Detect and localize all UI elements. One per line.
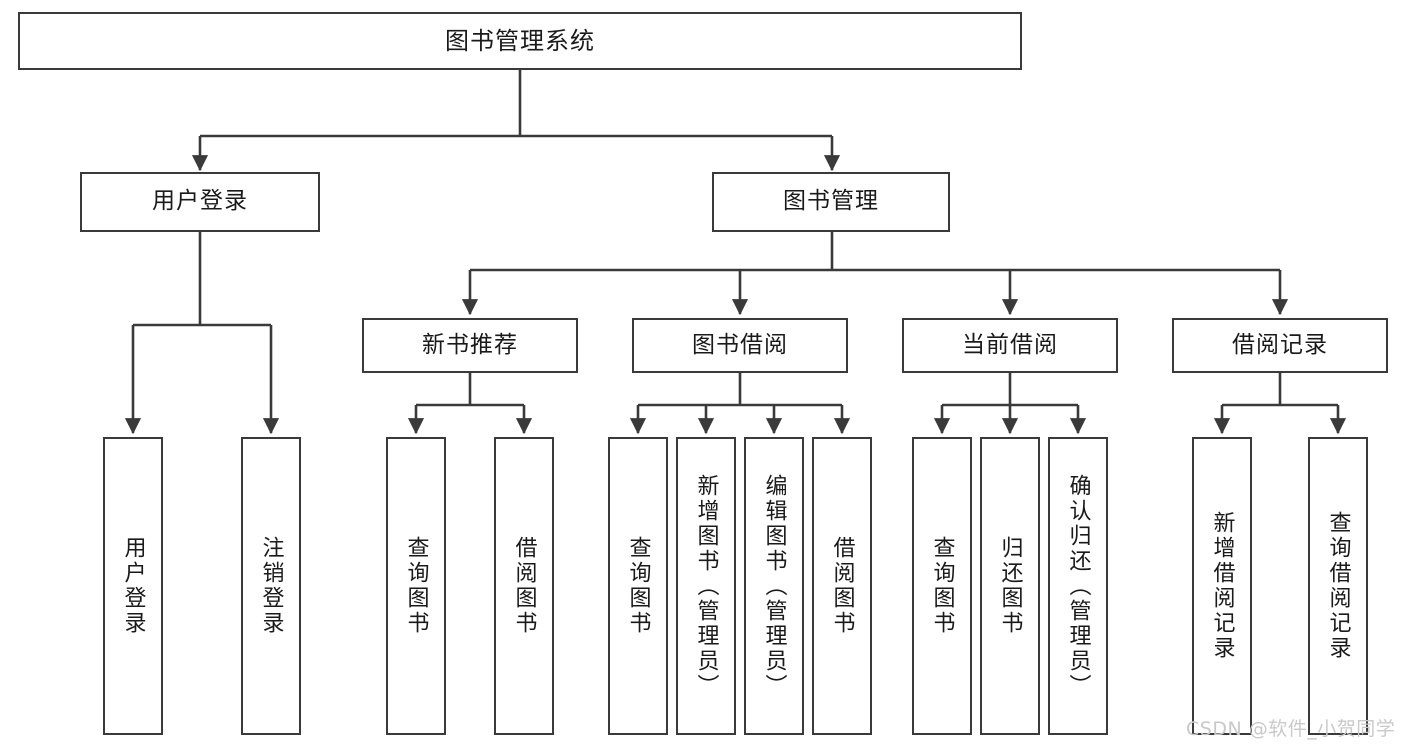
node-label: 图书借阅: [692, 331, 788, 358]
node-user-login[interactable]: 用户登录: [80, 172, 320, 232]
leaf-borrow-query-book[interactable]: 查询图书: [608, 437, 668, 735]
node-label: 归还图书: [997, 536, 1023, 636]
leaf-recommend-borrow-book[interactable]: 借阅图书: [494, 437, 554, 735]
node-root-system[interactable]: 图书管理系统: [18, 12, 1022, 70]
leaf-recommend-query-book[interactable]: 查询图书: [386, 437, 446, 735]
node-book-borrow[interactable]: 图书借阅: [632, 318, 848, 373]
node-label: 借阅图书: [511, 536, 537, 636]
node-borrow-record[interactable]: 借阅记录: [1172, 318, 1388, 373]
node-label: 查询借阅记录: [1325, 511, 1351, 661]
node-book-management[interactable]: 图书管理: [712, 172, 950, 232]
node-label: 查询图书: [403, 536, 429, 636]
node-label: 图书管理: [783, 188, 879, 215]
node-label: 借阅图书: [829, 536, 855, 636]
node-label: 新增借阅记录: [1209, 511, 1235, 661]
node-label: 确认归还（管理员）: [1065, 473, 1091, 699]
node-label: 借阅记录: [1232, 331, 1328, 358]
leaf-user-logout[interactable]: 注销登录: [241, 437, 301, 735]
node-label: 查询图书: [625, 536, 651, 636]
leaf-current-query-book[interactable]: 查询图书: [912, 437, 972, 735]
node-label: 图书管理系统: [445, 26, 595, 55]
leaf-borrow-add-book-admin[interactable]: 新增图书（管理员）: [676, 437, 736, 735]
leaf-current-confirm-return-admin[interactable]: 确认归还（管理员）: [1048, 437, 1108, 735]
node-label: 当前借阅: [962, 331, 1058, 358]
leaf-borrow-borrow-book[interactable]: 借阅图书: [812, 437, 872, 735]
node-label: 查询图书: [929, 536, 955, 636]
node-label: 注销登录: [258, 536, 284, 636]
leaf-user-login[interactable]: 用户登录: [103, 437, 163, 735]
node-label: 新增图书（管理员）: [693, 473, 719, 699]
leaf-record-query-borrow-record[interactable]: 查询借阅记录: [1308, 437, 1368, 735]
node-label: 用户登录: [120, 536, 146, 636]
leaf-current-return-book[interactable]: 归还图书: [980, 437, 1040, 735]
node-label: 新书推荐: [422, 331, 518, 358]
node-current-borrow[interactable]: 当前借阅: [902, 318, 1118, 373]
node-label: 用户登录: [152, 188, 248, 215]
node-new-book-recommend[interactable]: 新书推荐: [362, 318, 578, 373]
leaf-borrow-edit-book-admin[interactable]: 编辑图书（管理员）: [744, 437, 804, 735]
node-label: 编辑图书（管理员）: [761, 473, 787, 699]
leaf-record-add-borrow-record[interactable]: 新增借阅记录: [1192, 437, 1252, 735]
